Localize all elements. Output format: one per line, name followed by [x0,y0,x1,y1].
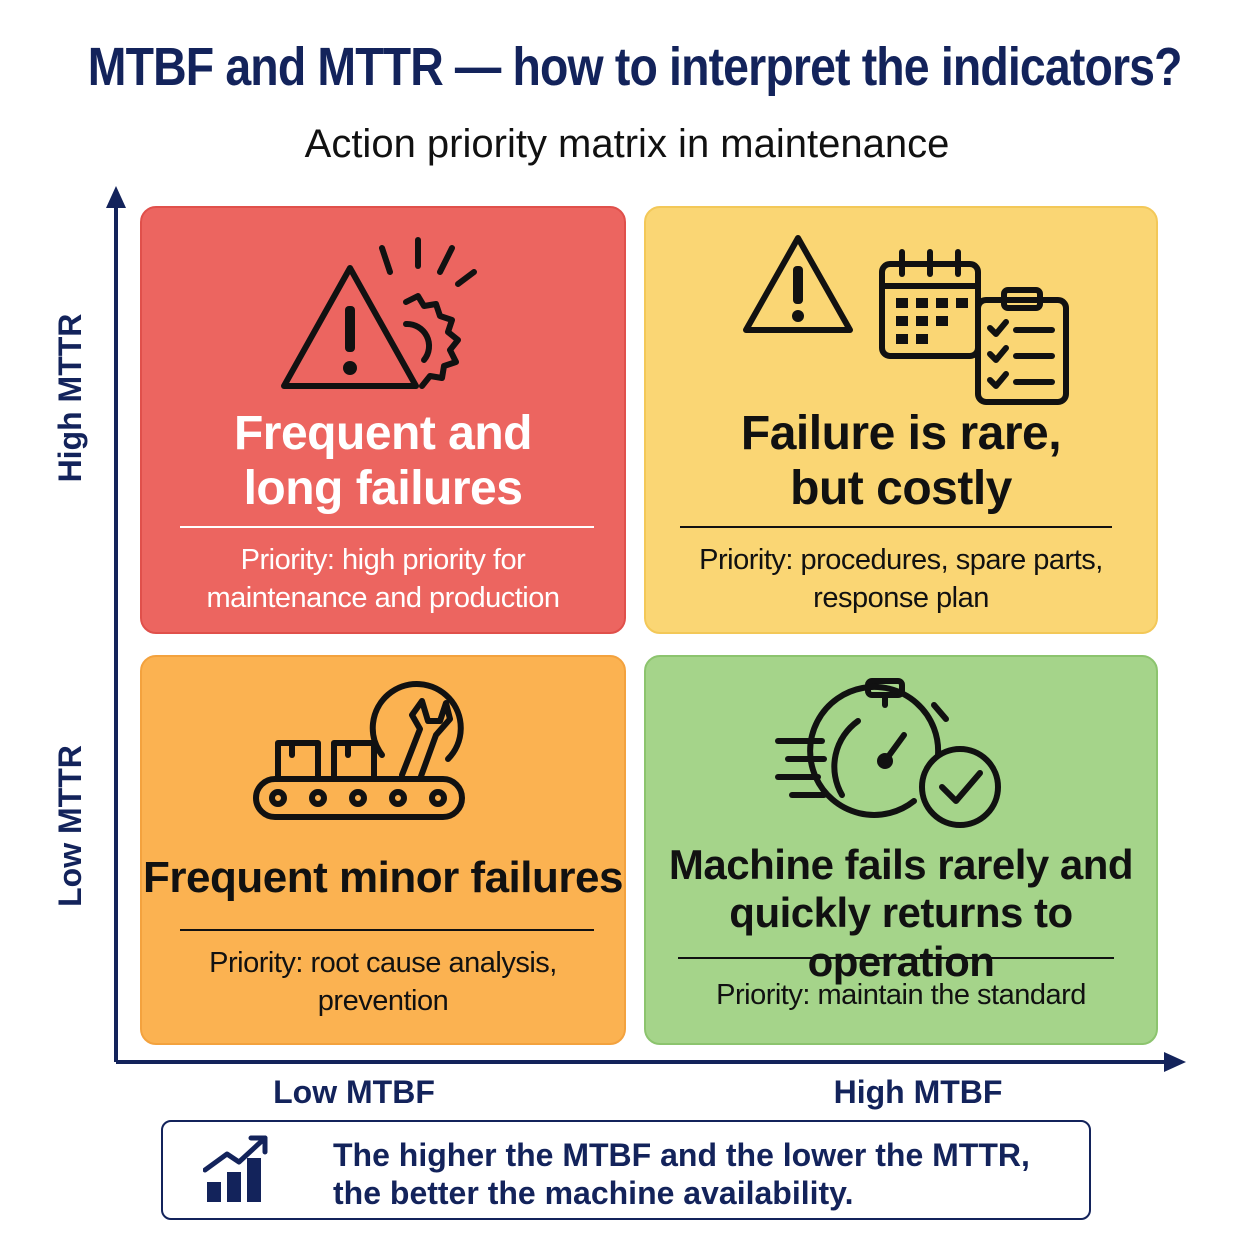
quadrant-divider [680,526,1112,528]
x-axis-label-low: Low MTBF [273,1074,435,1110]
quadrant-title-line: Frequent minor failures [143,853,623,902]
quadrant-title: Frequent and long failures [142,406,624,516]
quadrant-priority: Priority: procedures, spare parts, respo… [646,542,1156,617]
quadrant-rare-costly-failure: Failure is rare, but costly Priority: pr… [644,206,1158,634]
quadrant-title: Failure is rare, but costly [646,406,1156,516]
quadrant-priority: Priority: high priority for maintenance … [142,542,624,617]
quadrant-divider [678,957,1114,959]
quadrant-title-line: Frequent and [233,407,533,460]
priority-line: maintenance and production [206,581,560,614]
quadrant-title-line: quickly returns to operation [729,889,1073,985]
quadrant-priority: Priority: maintain the standard [646,977,1156,1015]
summary-line: the better the machine availability. [333,1175,854,1212]
y-axis-label-low: Low MTTR [52,745,88,907]
quadrant-divider [180,526,594,528]
conveyor-wrench-icon [253,681,465,820]
quadrant-frequent-long-failures: Frequent and long failures Priority: hig… [140,206,626,634]
page-title: MTBF and MTTR — how to interpret the ind… [87,37,1183,97]
stopwatch-check-icon [775,678,1001,828]
quadrant-title-line: Machine fails rarely and [668,841,1134,888]
quadrant-title-line: long failures [243,462,523,516]
quadrant-frequent-minor-failures: Frequent minor failures Priority: root c… [140,655,626,1045]
quadrant-title: Frequent minor failures [142,853,624,904]
priority-line: Priority: root cause analysis, [209,947,557,979]
growth-chart-icon [203,1135,268,1202]
summary-box: The higher the MTBF and the lower the MT… [161,1120,1091,1220]
summary-text: The higher the MTBF and the lower the MT… [333,1136,1073,1213]
priority-line: response plan [813,581,989,614]
priority-line: Priority: high priority for [240,544,526,576]
quadrant-priority: Priority: root cause analysis, preventio… [142,945,624,1020]
priority-line: Priority: procedures, spare parts, [699,544,1103,576]
warning-calendar-checklist-icon [743,235,1069,405]
quadrant-title-line: but costly [790,462,1012,516]
y-axis-label-high: High MTTR [52,313,88,483]
warning-gear-icon [281,237,477,389]
page-subtitle: Action priority matrix in maintenance [304,122,950,166]
quadrant-title: Machine fails rarely and quickly returns… [646,841,1156,986]
priority-line: Priority: maintain the standard [716,979,1086,1011]
quadrant-title-line: Failure is rare, [740,407,1062,460]
quadrant-rare-quick-recovery: Machine fails rarely and quickly returns… [644,655,1158,1045]
summary-line: The higher the MTBF and the lower the MT… [333,1137,1030,1173]
x-axis-label-high: High MTBF [833,1074,1003,1110]
priority-line: prevention [317,984,449,1017]
quadrant-divider [180,929,594,931]
